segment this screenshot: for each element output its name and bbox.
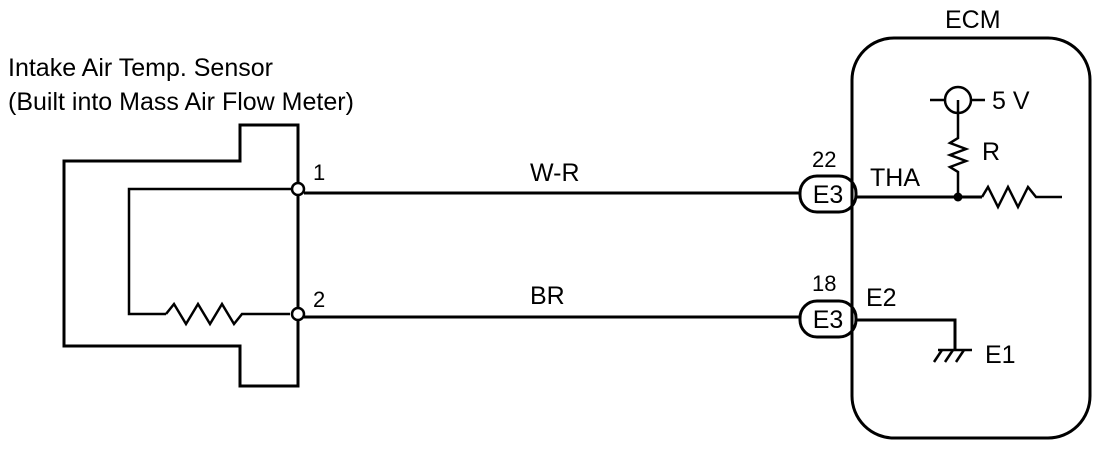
- sensor-pin1-label: 1: [313, 160, 325, 185]
- e1-label: E1: [985, 341, 1016, 369]
- wire-tha-color: W-R: [530, 159, 580, 187]
- sensor-housing: [62, 123, 300, 388]
- connector-e3-top: [798, 174, 858, 214]
- sensor-title: Intake Air Temp. Sensor: [8, 54, 273, 82]
- resistor-label: R: [982, 138, 1000, 166]
- connector-bottom-number: 18: [812, 271, 836, 296]
- tha-internal-resistor: [980, 184, 1062, 210]
- sensor-thermistor: [165, 301, 290, 327]
- sensor-subtitle: (Built into Mass Air Flow Meter): [8, 88, 354, 116]
- supply-voltage: 5 V: [992, 87, 1030, 115]
- connector-e3-top-label: E3: [813, 181, 844, 209]
- wire-e2-color: BR: [530, 282, 565, 310]
- tha-label: THA: [870, 164, 920, 192]
- ecm-title: ECM: [945, 6, 1001, 34]
- e2-internal-line: [856, 318, 957, 350]
- sensor-pin2-label: 2: [313, 287, 325, 312]
- connector-e3-bottom-label: E3: [813, 306, 844, 334]
- sensor-pin1-terminal: [290, 181, 306, 197]
- e2-label: E2: [866, 284, 897, 312]
- sensor-internal-loop: [127, 187, 298, 316]
- sensor-pin2-terminal: [290, 306, 306, 322]
- tha-junction: [953, 192, 963, 202]
- pullup-resistor: [946, 114, 970, 197]
- connector-top-number: 22: [812, 147, 836, 172]
- ecm-box: [850, 36, 1092, 440]
- ground-hatch: [932, 349, 966, 363]
